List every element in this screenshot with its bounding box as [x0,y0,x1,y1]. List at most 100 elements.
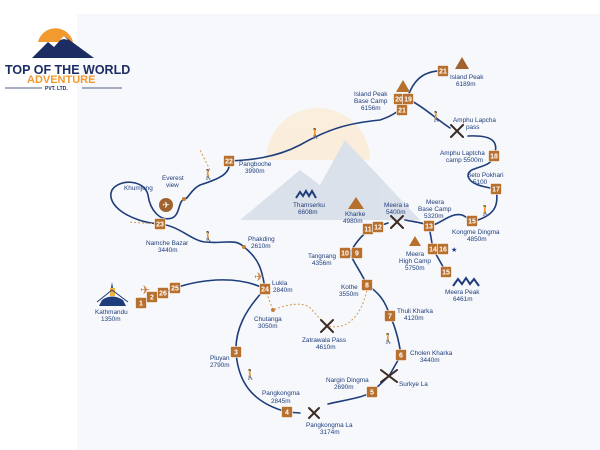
day-marker-4: 4 [281,406,293,418]
tent-icon-island-base [396,80,410,92]
day-marker-22: 22 [223,155,235,167]
pass-icon-zatrawala [320,319,334,333]
alt-namche: 3440m [158,247,178,254]
svg-text:7: 7 [388,314,392,321]
day-marker-19: 19 [402,93,414,105]
alt-kothe: 3550m [339,291,359,298]
logo-pvt: PVT. LTD. [45,86,68,92]
day-marker-8: 8 [361,279,373,291]
everest-view-dot [182,197,186,201]
svg-text:11: 11 [364,227,372,234]
hiker-icon: 🚶 [309,127,321,140]
day-marker-14: 14 [427,243,439,255]
svg-text:13: 13 [425,224,433,231]
alt-lukla: 2840m [273,287,293,294]
alt-zatrawala: 4610m [316,344,336,351]
label-amphu-camp-2: camp 5500m [446,157,483,164]
label-kharke: Kharke [345,211,366,218]
svg-text:6: 6 [399,353,403,360]
alt-nargin: 2690m [334,384,354,391]
phakding-dot [242,245,246,249]
label-amphu-pass-2: pass [466,124,480,131]
airplane-icon-kathmandu: ✈ [140,283,150,297]
day-marker-12: 12 [372,221,384,233]
alt-meera-base: 5320m [424,213,444,220]
label-kothe: Kothe [341,284,358,291]
label-pangkongma: Pangkongma [262,390,300,397]
pass-icon-surkye-la [380,369,398,383]
hiker-icon: 🚶 [479,204,491,217]
alt-cholen: 3440m [420,357,440,364]
day-marker-21: 21 [437,65,449,77]
day-marker-23: 23 [154,218,166,230]
svg-text:15: 15 [442,270,450,277]
label-meera-la: Meera la [384,202,409,209]
alt-kongme: 4850m [467,236,487,243]
day-marker-24: 24 [259,283,271,295]
tent-icon-kharke [348,197,364,209]
label-everest-view-2: view [166,182,179,189]
svg-text:3: 3 [234,350,238,357]
label-meera-base-2: Base Camp [418,206,452,213]
hiker-icon: 🚶 [202,168,214,181]
svg-text:16: 16 [439,247,447,254]
svg-text:✈: ✈ [162,200,170,210]
svg-text:4: 4 [285,410,289,417]
label-island-peak: Island Peak [450,74,484,81]
day-marker-7: 7 [384,310,396,322]
label-amphu-pass: Amphu Lapcha [453,117,496,124]
alt-island-base: 6156m [361,105,381,112]
label-pangboche: Pangboche [239,161,272,168]
svg-text:15: 15 [468,219,476,226]
day-marker-1: 1 [135,297,147,309]
star-icon: ★ [451,246,457,254]
label-seto: Seto Pokhari [467,172,504,179]
label-island-base: Island Peak [354,91,388,98]
svg-text:21: 21 [398,108,406,115]
label-meera-base: Meera [426,199,445,206]
hiker-icon: 🚶 [430,110,442,123]
map-background [77,14,600,450]
svg-text:24: 24 [261,287,269,294]
hiker-icon: 🚶 [244,368,256,381]
day-marker-9: 9 [351,247,363,259]
svg-text:10: 10 [341,251,349,258]
day-marker-15: 15 [440,266,452,278]
label-lukla: Lukla [272,280,288,287]
alt-island-peak: 6189m [456,81,476,88]
svg-text:18: 18 [490,154,498,161]
svg-text:1: 1 [139,301,143,308]
label-surkye: Surkye La [399,381,428,388]
label-cholen: Cholen Kharka [410,350,453,357]
label-phakding: Phakding [248,236,275,243]
label-island-base-2: Base Camp [354,98,388,105]
day-marker-26: 26 [157,287,169,299]
day-marker-5: 5 [366,386,378,398]
day-marker-3: 3 [230,346,242,358]
peak-icon-island [455,57,469,69]
airport-icon: ✈ [159,198,173,212]
label-meera-high-2: High Camp [399,258,431,265]
day-marker-16: 16 [437,243,449,255]
label-everest-view: Everest [162,175,184,182]
svg-text:26: 26 [159,291,167,298]
airplane-icon-lukla: ✈ [254,270,264,284]
alt-phakding: 2610m [251,243,271,250]
svg-text:21: 21 [439,69,447,76]
svg-text:2: 2 [150,295,154,302]
company-logo: TOP OF THE WORLD ADVENTURE PVT. LTD. [5,28,130,92]
day-marker-6: 6 [395,349,407,361]
mountain-icon-meera-peak [452,276,480,287]
logo-subtitle: ADVENTURE [27,74,95,86]
svg-text:12: 12 [374,225,382,232]
pass-icon-amphu-lapcha [450,124,464,138]
alt-tangnang: 4356m [312,260,332,267]
label-amphu-camp: Amphu Laptcha [440,150,485,157]
svg-text:19: 19 [404,97,412,104]
label-tangnang: Tangnang [308,253,337,260]
alt-kharke: 4980m [343,218,363,225]
label-kongme: Kongme Dingma [452,229,500,236]
tent-icon-meera-high [409,236,421,246]
pass-icon-meera-la [390,215,404,229]
hiker-icon: 🚶 [382,332,394,345]
